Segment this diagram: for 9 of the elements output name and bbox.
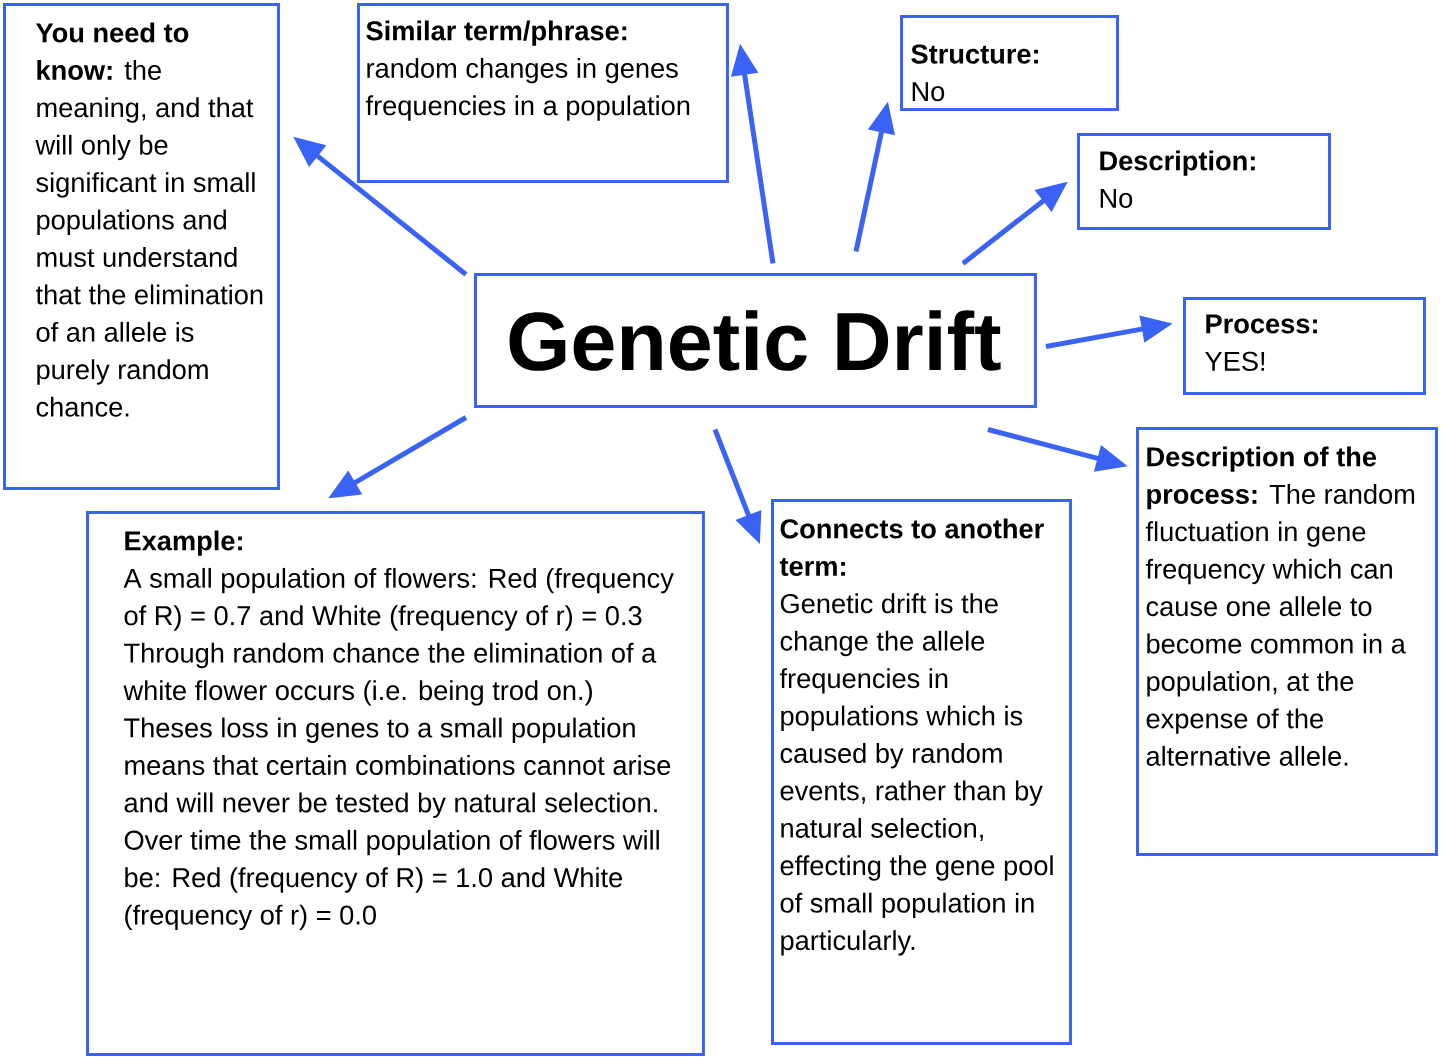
info-box: Process: YES!	[1183, 297, 1426, 395]
info-box: Structure: No	[900, 15, 1119, 111]
info-box: Connects to another term: Genetic drift is the change the allele frequencies in populations which is caused by random events, rather than by natural selection, effecting the gene pool of small population in particularly.	[771, 499, 1072, 1045]
info-box: Description: No	[1077, 133, 1331, 230]
concept-box: Genetic Drift	[474, 273, 1037, 408]
info-box: You need to know: the meaning, and that will only be significant in small populations and must understand that the elimination of an allele is purely random chance.	[3, 3, 280, 490]
info-box: Similar term/phrase: random changes in genes frequencies in a population	[357, 3, 729, 183]
info-box: Description of the process: The random fluctuation in gene frequency which can cause one allele to become common in a population, at the expense of the alternative allele.	[1136, 427, 1438, 856]
info-box: Example: A small population of flowers: Red (frequency of R) = 0.7 and White (frequency of r) = 0.3 Through random chance the elimination of a white flower occurs (i.e. being trod on.) Theses loss in genes to a small population means that certain combinations cannot arise and will never be tested by natural selection. Over time the small population of flowers will be: Red (frequency of R) = 1.0 and White (frequency of r) = 0.0	[86, 511, 705, 1056]
